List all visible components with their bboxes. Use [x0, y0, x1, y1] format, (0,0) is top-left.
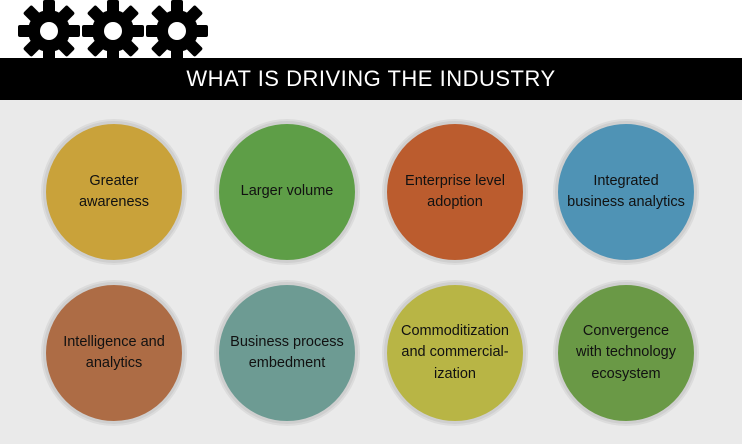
driver-circle: Greater awareness [43, 121, 185, 263]
driver-circle: Enterprise level adoption [384, 121, 526, 263]
driver-circle: Convergence with technology ecosystem [555, 282, 697, 424]
driver-circle: Integrated business analytics [555, 121, 697, 263]
driver-label: Intelligence and analytics [63, 333, 165, 371]
gears-decoration [14, 0, 214, 62]
title-banner: WHAT IS DRIVING THE INDUSTRY [0, 58, 742, 100]
driver-circle: Business process embedment [216, 282, 358, 424]
driver-label: Convergence with technology ecosystem [576, 323, 676, 382]
driver-label: Greater awareness [78, 172, 150, 210]
driver-label: Business process embedment [230, 333, 344, 371]
driver-circle: Larger volume [216, 121, 358, 263]
gear-icon [146, 0, 208, 62]
driver-label: Larger volume [240, 183, 334, 200]
driver-label: Commoditization and commercial- ization [401, 323, 509, 382]
driver-circle: Intelligence and analytics [43, 282, 185, 424]
driver-label: Enterprise level adoption [405, 172, 505, 210]
gear-icon [82, 0, 144, 62]
gear-icon [18, 0, 80, 62]
driver-label: Integrated business analytics [567, 172, 685, 210]
page-title: WHAT IS DRIVING THE INDUSTRY [186, 66, 556, 91]
driver-circle: Commoditization and commercial- ization [384, 282, 526, 424]
